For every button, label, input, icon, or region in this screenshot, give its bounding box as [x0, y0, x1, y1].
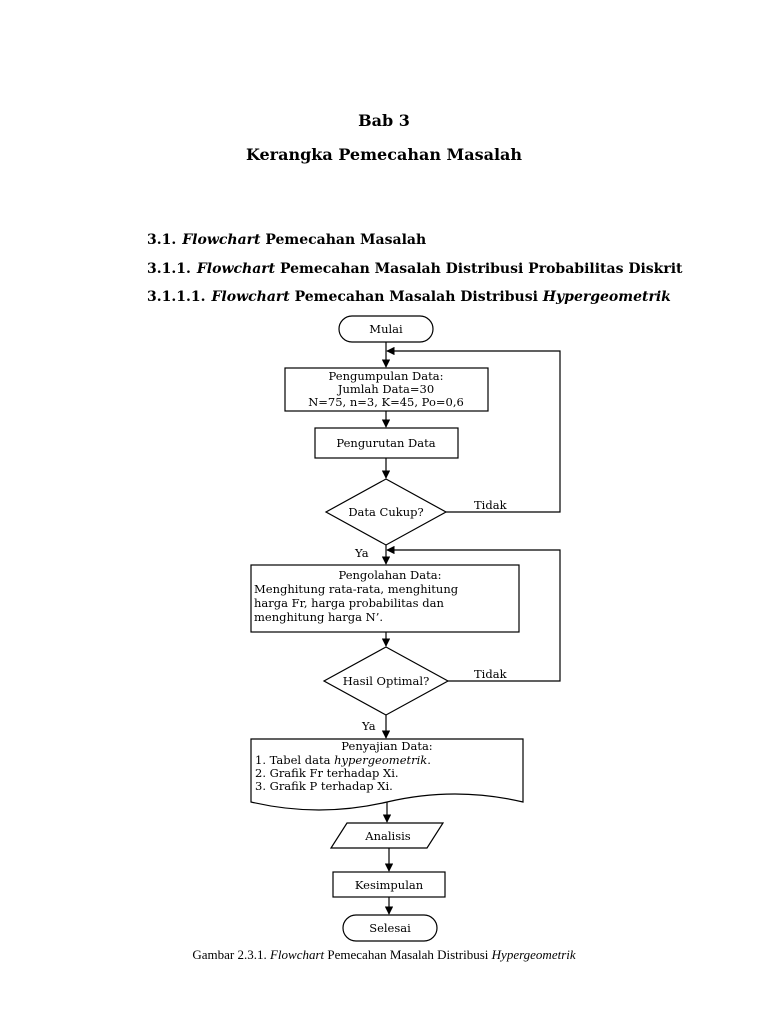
caption-prefix: Gambar 2.3.1.	[192, 947, 270, 962]
present-data-document	[250, 738, 524, 811]
heading-text: Pemecahan Masalah	[260, 232, 427, 248]
present-line-3: 2. Grafik Fr terhadap Xi.	[255, 766, 399, 780]
heading-number: 3.1.	[147, 232, 177, 248]
process-line-3: harga Fr, harga probabilitas dan	[254, 596, 444, 610]
process-line-4: menghitung harga N’.	[254, 610, 383, 624]
start-label: Mulai	[369, 322, 403, 336]
end-label: Selesai	[369, 921, 411, 935]
loop-not-optimal	[386, 545, 561, 682]
no-label-2: Tidak	[474, 667, 508, 681]
present-line-2-suffix: .	[427, 753, 431, 767]
chapter-title: Kerangka Pemecahan Masalah	[245, 145, 523, 164]
collect-line-1: Pengumpulan Data:	[329, 369, 444, 383]
present-line-2-prefix: 1. Tabel data	[255, 753, 334, 767]
heading-italic: Flowchart	[211, 289, 290, 305]
process-line-2: Menghitung rata-rata, menghitung	[254, 582, 459, 596]
heading-3-1-1-1: 3.1.1.1. Flowchart Pemecahan Masalah Dist…	[147, 289, 671, 305]
present-line-4: 3. Grafik P terhadap Xi.	[255, 779, 393, 793]
decision2-label: Hasil Optimal?	[343, 674, 430, 688]
present-line-1: Penyajian Data:	[341, 739, 432, 753]
present-line-2: 1. Tabel data hypergeometrik.	[255, 753, 431, 767]
decision1-label: Data Cukup?	[348, 505, 423, 519]
loop-no-data	[386, 346, 561, 513]
heading-3-1-1: 3.1.1. Flowchart Pemecahan Masalah Distri…	[147, 261, 683, 277]
heading-number: 3.1.1.	[147, 261, 191, 277]
process-data-box	[250, 564, 520, 633]
analysis-label: Analisis	[364, 829, 411, 843]
end-terminal	[342, 914, 438, 942]
collect-line-2: Jumlah Data=30	[337, 382, 434, 396]
caption-middle: Pemecahan Masalah Distribusi	[324, 947, 492, 962]
present-line-2-italic: hypergeometrik	[334, 753, 427, 767]
caption-italic-2: Hypergeometrik	[491, 947, 576, 962]
chapter-number: Bab 3	[358, 111, 410, 130]
figure-caption: Gambar 2.3.1. Flowchart Pemecahan Masala…	[0, 947, 768, 963]
analysis-shape	[329, 822, 445, 849]
heading-italic-2: Hypergeometrik	[542, 289, 671, 305]
process-line-1: Pengolahan Data:	[338, 568, 441, 582]
collect-line-3: N=75, n=3, K=45, Po=0,6	[308, 395, 464, 409]
yes-label-2: Ya	[361, 719, 376, 733]
heading-italic: Flowchart	[182, 232, 261, 248]
yes-label-1: Ya	[354, 546, 369, 560]
no-label-1: Tidak	[474, 498, 508, 512]
heading-italic: Flowchart	[196, 261, 276, 277]
conclusion-label: Kesimpulan	[355, 878, 424, 892]
heading-number: 3.1.1.1.	[147, 289, 206, 305]
caption-italic: Flowchart	[269, 947, 325, 962]
heading-3-1: 3.1. Flowchart Pemecahan Masalah	[147, 232, 426, 248]
heading-text: Pemecahan Masalah Distribusi	[289, 289, 543, 305]
heading-text: Pemecahan Masalah Distribusi Probabilita…	[275, 261, 683, 277]
sort-label: Pengurutan Data	[336, 436, 435, 450]
